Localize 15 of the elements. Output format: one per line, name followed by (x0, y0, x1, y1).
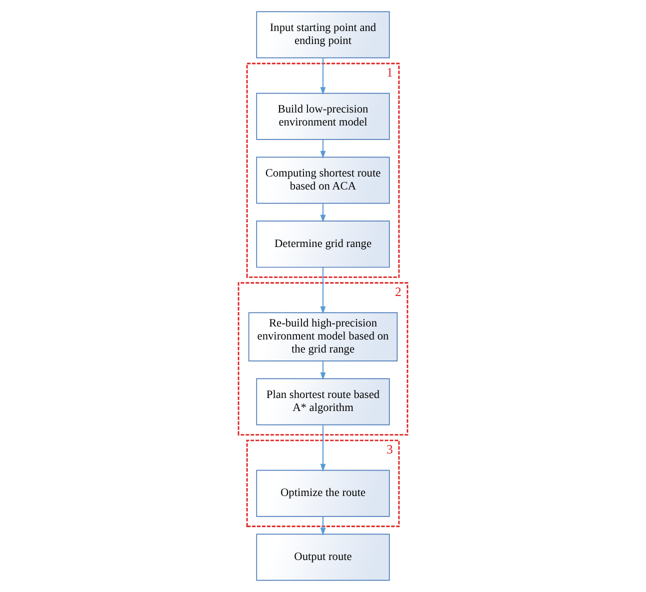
arrow (320, 361, 326, 380)
arrow (320, 425, 326, 472)
node-box: Plan shortest route based A* algorithm (256, 378, 390, 426)
node-box: Determine grid range (256, 220, 390, 268)
arrow (320, 204, 326, 223)
arrow (320, 267, 326, 314)
arrow (320, 140, 326, 159)
node-box: Computing shortest route based on ACA (256, 156, 390, 204)
node-box: Input starting point and ending point (256, 11, 390, 58)
node-box: Optimize the route (256, 470, 390, 517)
node-box: Re-build high-precision environment model based on the grid range (248, 312, 398, 362)
arrow (320, 516, 326, 536)
node-box: Output route (256, 534, 390, 581)
arrow (320, 58, 326, 95)
node-box: Build low-precision environment model (256, 92, 390, 140)
